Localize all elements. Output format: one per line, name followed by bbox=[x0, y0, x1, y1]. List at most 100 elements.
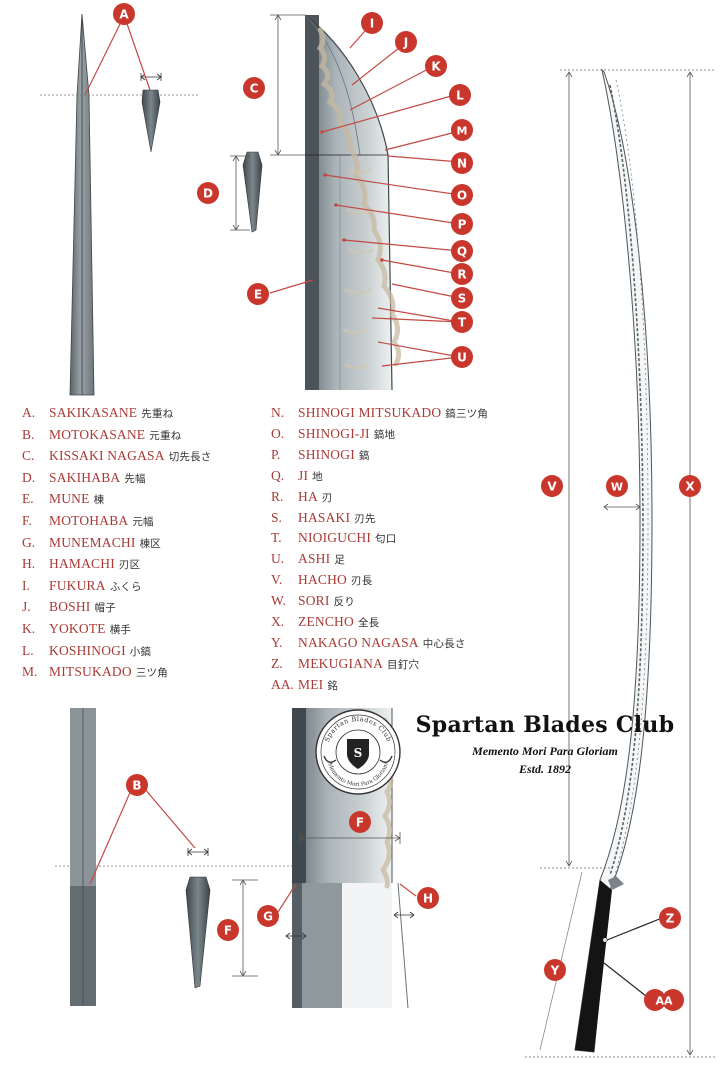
badge-v: V bbox=[541, 475, 563, 497]
svg-text:N: N bbox=[457, 157, 467, 171]
club-title-block: Spartan Blades Club Memento Mori Para Gl… bbox=[415, 712, 675, 777]
b-measure-arrow bbox=[187, 848, 209, 856]
full-sword bbox=[574, 68, 653, 1053]
legend-term-romaji: HA bbox=[298, 488, 318, 504]
legend-term-romaji: MITSUKADO bbox=[49, 664, 132, 680]
legend-term-japanese: 鎬地 bbox=[373, 428, 396, 441]
svg-text:R: R bbox=[457, 268, 466, 282]
svg-text:F: F bbox=[356, 816, 364, 830]
svg-text:C: C bbox=[250, 82, 259, 96]
c-dimension bbox=[270, 14, 305, 156]
badge-aa: AA bbox=[644, 989, 684, 1011]
legend-term-romaji: MOTOKASANE bbox=[49, 426, 146, 442]
legend-term-romaji: FUKURA bbox=[49, 577, 106, 593]
kissaki-detail bbox=[304, 14, 402, 391]
svg-text:A: A bbox=[119, 8, 129, 22]
badge-u: U bbox=[451, 346, 473, 368]
svg-text:E: E bbox=[254, 288, 262, 302]
badge-s: S bbox=[451, 287, 473, 309]
legend-term-japanese: 全長 bbox=[357, 617, 380, 629]
kissaki-dots bbox=[320, 130, 384, 262]
club-name: Spartan Blades Club bbox=[415, 712, 675, 738]
badge-c: C bbox=[243, 77, 265, 99]
legend-term-japanese: 小鎬 bbox=[129, 645, 152, 658]
legend-term-romaji: HASAKI bbox=[298, 509, 351, 525]
svg-text:H: H bbox=[423, 892, 433, 906]
legend-term-romaji: SHINOGI-JI bbox=[298, 425, 370, 441]
legend-term-japanese: 地 bbox=[312, 470, 323, 483]
legend-term-japanese: 刃先 bbox=[354, 512, 376, 525]
legend-letter: X. bbox=[271, 614, 285, 629]
badge-b: B bbox=[126, 774, 148, 796]
svg-text:P: P bbox=[458, 218, 467, 232]
legend-letter: R. bbox=[271, 488, 284, 504]
svg-text:B: B bbox=[132, 779, 141, 793]
legend-letter: D. bbox=[22, 469, 36, 485]
svg-text:K: K bbox=[431, 60, 441, 74]
badge-w: W bbox=[606, 475, 628, 497]
legend-term-japanese: 足 bbox=[334, 554, 346, 567]
legend-term-japanese: ふくら bbox=[109, 580, 142, 593]
full-sword-measure-lines bbox=[539, 71, 694, 1056]
legend-term-japanese: 刃長 bbox=[351, 575, 373, 588]
svg-text:X: X bbox=[685, 480, 695, 494]
badge-z: Z bbox=[659, 907, 681, 929]
legend-term-romaji: NIOIGUCHI bbox=[298, 530, 372, 546]
legend-letter: A. bbox=[22, 405, 36, 420]
legend-term-japanese: 銘 bbox=[327, 679, 339, 692]
sakihaba-cross-section bbox=[242, 151, 263, 233]
legend-term-japanese: 横手 bbox=[109, 624, 132, 636]
b-leader-lines bbox=[89, 787, 196, 885]
legend-term-japanese: 三ツ角 bbox=[135, 667, 168, 680]
legend-term-romaji: KISSAKI NAGASA bbox=[49, 448, 165, 464]
svg-text:T: T bbox=[458, 316, 467, 330]
legend-term-japanese: 刃 bbox=[321, 491, 333, 504]
legend-letter: S. bbox=[271, 509, 282, 525]
legend-letter: K. bbox=[22, 621, 36, 636]
legend-term-romaji: ZENCHO bbox=[298, 614, 354, 629]
svg-text:O: O bbox=[457, 189, 467, 203]
svg-text:S: S bbox=[458, 292, 467, 306]
legend-term-romaji: YOKOTE bbox=[49, 621, 106, 636]
g-h-markers bbox=[285, 911, 415, 940]
svg-text:Q: Q bbox=[457, 245, 467, 259]
kissaki-leader-lines bbox=[269, 22, 461, 367]
badge-d: D bbox=[197, 182, 219, 204]
club-motto: Memento Mori Para Gloriam bbox=[472, 744, 618, 758]
legend-letter: U. bbox=[271, 551, 285, 567]
legend-letter: P. bbox=[271, 446, 281, 462]
legend-term-romaji: MEI bbox=[298, 676, 324, 692]
legend-term-romaji: JI bbox=[298, 467, 309, 483]
legend-term-japanese: 元幅 bbox=[132, 516, 154, 528]
badge-f-left: F bbox=[217, 919, 239, 941]
badge-y: Y bbox=[544, 959, 566, 981]
legend-letter: E. bbox=[22, 491, 34, 507]
legend-term-romaji: SHINOGI MITSUKADO bbox=[298, 405, 442, 420]
badge-m: M bbox=[451, 119, 473, 141]
svg-text:S: S bbox=[354, 746, 363, 760]
legend-term-romaji: BOSHI bbox=[49, 599, 91, 615]
svg-text:AA: AA bbox=[655, 995, 673, 1008]
legend-letter: G. bbox=[22, 534, 36, 550]
svg-text:V: V bbox=[547, 480, 557, 494]
legend-letter: J. bbox=[22, 599, 31, 615]
badge-f-center: F bbox=[349, 811, 371, 833]
